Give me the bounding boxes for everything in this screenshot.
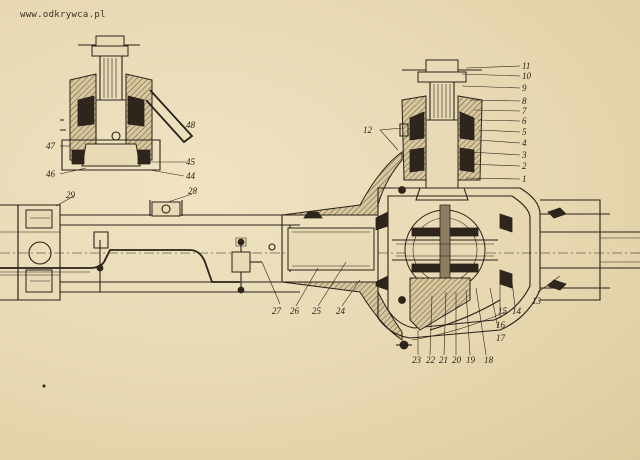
callout-19: 19 bbox=[466, 355, 476, 365]
differential-housing bbox=[281, 151, 640, 350]
callout-3: 3 bbox=[521, 150, 527, 160]
callout-8: 8 bbox=[522, 96, 527, 106]
callout-22: 22 bbox=[426, 355, 436, 365]
callout-46: 46 bbox=[46, 169, 56, 179]
callout-labels: 11 10 9 8 7 6 5 4 3 2 1 12 13 14 15 16 1… bbox=[46, 61, 542, 365]
callout-14: 14 bbox=[512, 306, 522, 316]
callout-44: 44 bbox=[186, 171, 196, 181]
callout-23: 23 bbox=[412, 355, 422, 365]
callout-12: 12 bbox=[363, 125, 373, 135]
callout-17: 17 bbox=[496, 333, 506, 343]
callout-24: 24 bbox=[336, 306, 346, 316]
callout-4: 4 bbox=[522, 138, 527, 148]
callout-45: 45 bbox=[186, 157, 196, 167]
callout-47: 47 bbox=[46, 141, 56, 151]
inset-detail-bearing bbox=[60, 35, 194, 171]
callout-48: 48 bbox=[186, 120, 196, 130]
callout-16: 16 bbox=[496, 320, 506, 330]
callout-28: 28 bbox=[188, 186, 198, 196]
callout-7: 7 bbox=[522, 106, 527, 116]
callout-13: 13 bbox=[532, 296, 542, 306]
callout-9: 9 bbox=[522, 83, 527, 93]
callout-29: 29 bbox=[66, 190, 76, 200]
callout-1: 1 bbox=[522, 174, 527, 184]
axle-tube-left bbox=[0, 200, 640, 301]
pinion-assembly bbox=[399, 59, 483, 201]
callout-11: 11 bbox=[522, 61, 530, 71]
callout-26: 26 bbox=[290, 306, 300, 316]
callout-21: 21 bbox=[439, 355, 448, 365]
callout-18: 18 bbox=[484, 355, 494, 365]
leader-lines bbox=[55, 65, 561, 356]
callout-6: 6 bbox=[522, 116, 527, 126]
watermark-text: www.odkrywca.pl bbox=[20, 10, 106, 20]
callout-5: 5 bbox=[522, 127, 527, 137]
callout-2: 2 bbox=[522, 161, 527, 171]
callout-15: 15 bbox=[498, 306, 508, 316]
ink-dot bbox=[42, 384, 46, 388]
callout-10: 10 bbox=[522, 71, 532, 81]
callout-27: 27 bbox=[272, 306, 282, 316]
callout-20: 20 bbox=[452, 355, 462, 365]
callout-25: 25 bbox=[312, 306, 322, 316]
